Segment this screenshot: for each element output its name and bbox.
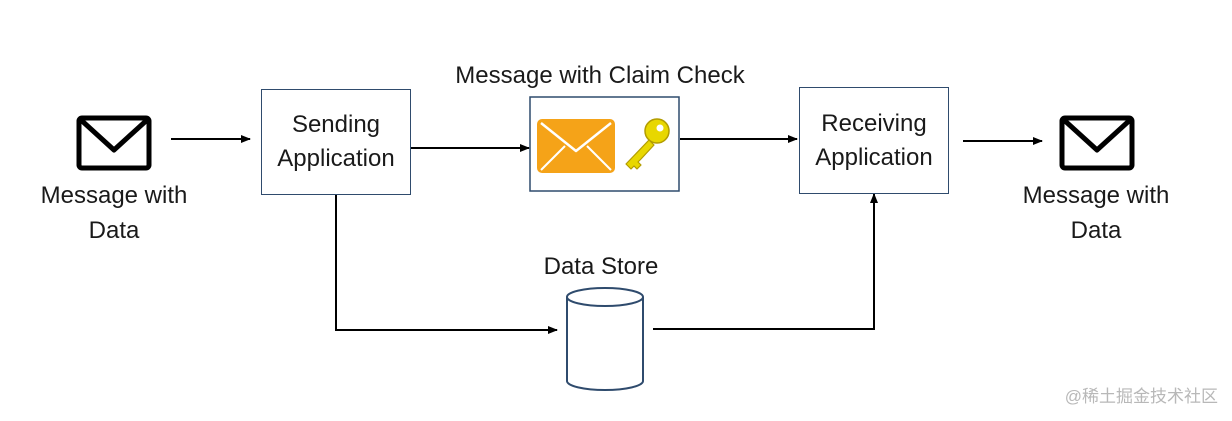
sending-application-line2: Application	[277, 145, 395, 172]
output-message-line2: Data	[1070, 217, 1122, 244]
envelope-icon	[76, 115, 152, 171]
receiving-application-line2: Application	[815, 143, 933, 171]
input-message-label: Message with Data	[28, 178, 200, 248]
output-message-label: Message with Data	[1010, 178, 1182, 248]
envelope-icon	[537, 119, 615, 173]
receiving-application-box: Receiving Application	[799, 87, 949, 194]
database-cylinder-icon	[566, 287, 644, 391]
key-icon	[625, 118, 670, 170]
data-store-title: Data Store	[543, 253, 659, 280]
watermark: @稀土掘金技术社区	[1064, 387, 1218, 406]
input-message-line2: Data	[88, 217, 140, 244]
claim-check-title: Message with Claim Check	[455, 62, 745, 89]
sending-application-box: Sending Application	[261, 89, 411, 195]
receiving-application-line1: Receiving	[821, 109, 927, 137]
sending-application-line1: Sending	[291, 111, 381, 138]
input-message-line1: Message with	[40, 182, 188, 209]
envelope-icon	[1059, 115, 1135, 171]
edge-data-store-to-receiving	[653, 193, 878, 330]
data-store-label: Data Store	[515, 249, 687, 284]
output-message-line1: Message with	[1022, 182, 1170, 209]
claim-check-label: Message with Claim Check	[430, 58, 770, 93]
edge-sending-to-data-store	[335, 195, 558, 334]
